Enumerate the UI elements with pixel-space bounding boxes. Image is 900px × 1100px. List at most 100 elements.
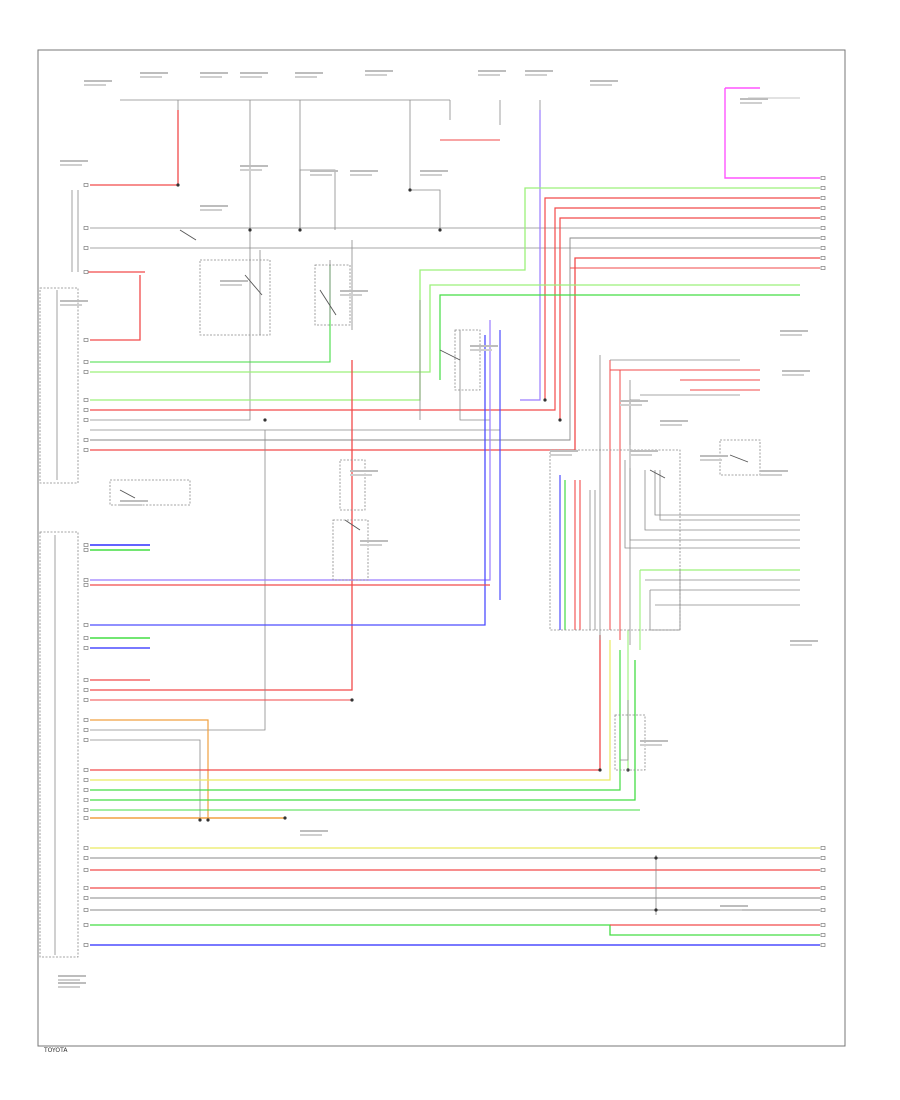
- caption-placeholder: [60, 300, 88, 302]
- connector-terminal: [820, 246, 826, 250]
- wire: [624, 460, 800, 549]
- connector-terminal: [83, 728, 89, 732]
- caption-placeholder: [84, 80, 112, 82]
- connector-terminal: [83, 788, 89, 792]
- caption-placeholder: [84, 84, 106, 86]
- diagram-frame: [37, 49, 846, 1047]
- caption-placeholder: [700, 459, 722, 461]
- connector-terminal: [820, 216, 826, 220]
- caption-placeholder: [310, 170, 338, 172]
- connector-terminal: [83, 370, 89, 374]
- connector-terminal: [820, 186, 826, 190]
- switch-contact: [319, 289, 337, 316]
- caption-placeholder: [350, 170, 378, 172]
- caption-placeholder: [620, 404, 642, 406]
- connector-terminal: [83, 768, 89, 772]
- connector-terminal: [83, 718, 89, 722]
- junction-dot: [438, 228, 442, 232]
- connector-terminal: [83, 183, 89, 187]
- connector-terminal: [83, 578, 89, 582]
- caption-placeholder: [740, 98, 768, 100]
- connector-terminal: [820, 856, 826, 860]
- connector-terminal: [820, 908, 826, 912]
- caption-placeholder: [550, 454, 572, 456]
- connector-terminal: [820, 266, 826, 270]
- connector-terminal: [820, 923, 826, 927]
- connector-terminal: [83, 548, 89, 552]
- caption-placeholder: [660, 424, 682, 426]
- connector-terminal: [83, 698, 89, 702]
- connector-terminal: [820, 846, 826, 850]
- caption-placeholder: [58, 982, 86, 984]
- caption-placeholder: [140, 72, 168, 74]
- wire: [90, 207, 820, 411]
- connector-terminal: [83, 808, 89, 812]
- caption-placeholder: [470, 349, 492, 351]
- caption-placeholder: [295, 76, 317, 78]
- junction-dot: [598, 768, 602, 772]
- connector-terminal: [83, 338, 89, 342]
- caption-placeholder: [340, 294, 362, 296]
- component-group: [39, 176, 826, 958]
- wire: [90, 335, 486, 626]
- caption-placeholder: [60, 160, 88, 162]
- caption-placeholder: [620, 400, 648, 402]
- wire: [90, 110, 179, 186]
- caption-placeholder: [640, 744, 662, 746]
- caption-placeholder: [120, 500, 148, 502]
- connector-terminal: [83, 226, 89, 230]
- wire: [659, 470, 800, 521]
- caption-placeholder: [300, 830, 328, 832]
- caption-placeholder: [760, 470, 788, 472]
- wire: [644, 470, 800, 531]
- caption-placeholder: [720, 909, 742, 911]
- caption-placeholder: [470, 345, 498, 347]
- component-outline: [39, 287, 79, 484]
- caption-placeholder: [240, 76, 262, 78]
- caption-placeholder: [295, 72, 323, 74]
- switch-contact: [344, 519, 361, 531]
- junction-dot: [408, 188, 412, 192]
- caption-placeholder: [630, 450, 658, 452]
- component-outline: [614, 714, 646, 771]
- wire-group: [54, 87, 820, 955]
- wire: [90, 640, 611, 781]
- wire: [90, 320, 491, 581]
- wire: [439, 294, 800, 380]
- wire: [90, 650, 621, 791]
- wire: [90, 660, 636, 801]
- connector-terminal: [83, 360, 89, 364]
- wire: [90, 635, 601, 771]
- junction-dot: [558, 418, 562, 422]
- component-outline: [719, 439, 761, 476]
- caption-placeholder: [525, 74, 547, 76]
- connector-terminal: [83, 778, 89, 782]
- caption-placeholder: [478, 74, 500, 76]
- caption-placeholder: [630, 454, 652, 456]
- wire: [654, 470, 800, 516]
- caption-placeholder: [240, 165, 268, 167]
- connector-terminal: [83, 908, 89, 912]
- caption-placeholder: [590, 84, 612, 86]
- wire: [90, 719, 209, 820]
- caption-placeholder: [478, 70, 506, 72]
- caption-placeholder: [740, 102, 762, 104]
- connector-terminal: [83, 943, 89, 947]
- switch-contact: [119, 489, 136, 499]
- caption-placeholder: [200, 209, 222, 211]
- connector-terminal: [83, 623, 89, 627]
- connector-terminal: [820, 933, 826, 937]
- caption-placeholder: [590, 80, 618, 82]
- caption-placeholder: [525, 70, 553, 72]
- connector-terminal: [820, 226, 826, 230]
- junction-dot: [283, 816, 287, 820]
- junction-dot: [350, 698, 354, 702]
- caption-placeholder: [720, 905, 748, 907]
- caption-placeholder: [300, 834, 322, 836]
- wire: [90, 284, 800, 373]
- caption-placeholder: [200, 72, 228, 74]
- connector-terminal: [83, 636, 89, 640]
- junction-dot: [654, 908, 658, 912]
- caption-placeholder: [200, 76, 222, 78]
